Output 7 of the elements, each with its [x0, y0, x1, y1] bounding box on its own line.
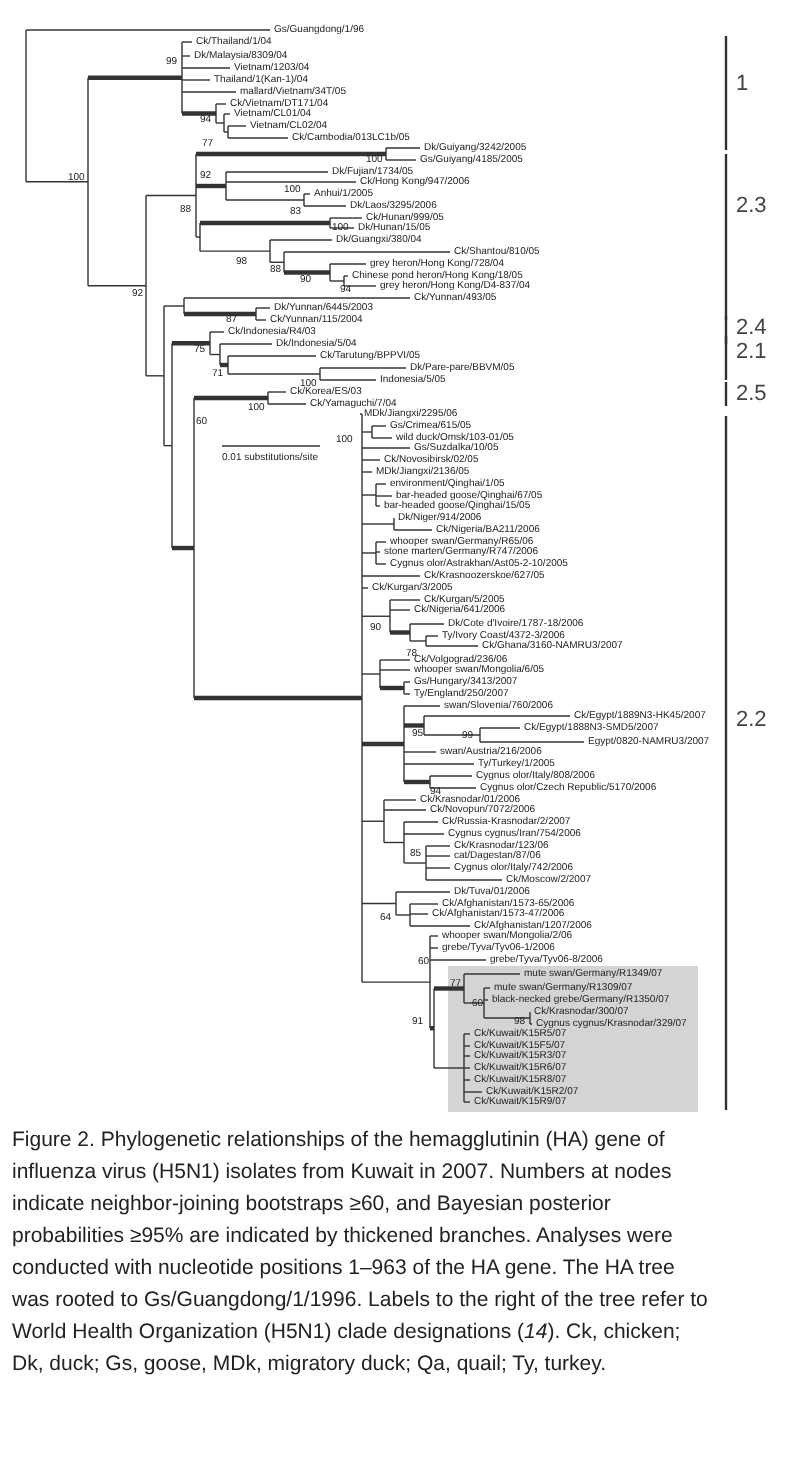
figure-caption: Figure 2. Phylogenetic relationships of the hemagglutinin (HA) gene of influenza virus (H5N1) isolates from Kuwait in 2007. Numbers at nodes indicate neighbor-joining bootstraps ≥60, and Bayesian posterior probabilities ≥95% are indicated by thickened branches. Analyses were conducted with nucleotide positions 1–963 of the HA gene. The HA tree was rooted to Gs/Guangdong/1/1996. Labels to the right of the tree refer to World Health Organization (H5N1) clade designations (14). Ck, chicken; Dk, duck; Gs, goose, MDk, migratory duck; Qa, quail; Ty, turkey.	[12, 1126, 708, 1380]
clade-label: 2.3	[736, 194, 767, 218]
clade-label: 2.5	[736, 382, 767, 406]
clade-label: 1	[736, 72, 749, 96]
clade-label: 2.1	[736, 340, 767, 364]
clade-label: 2.2	[736, 708, 767, 732]
clade-label: 2.4	[736, 316, 767, 340]
